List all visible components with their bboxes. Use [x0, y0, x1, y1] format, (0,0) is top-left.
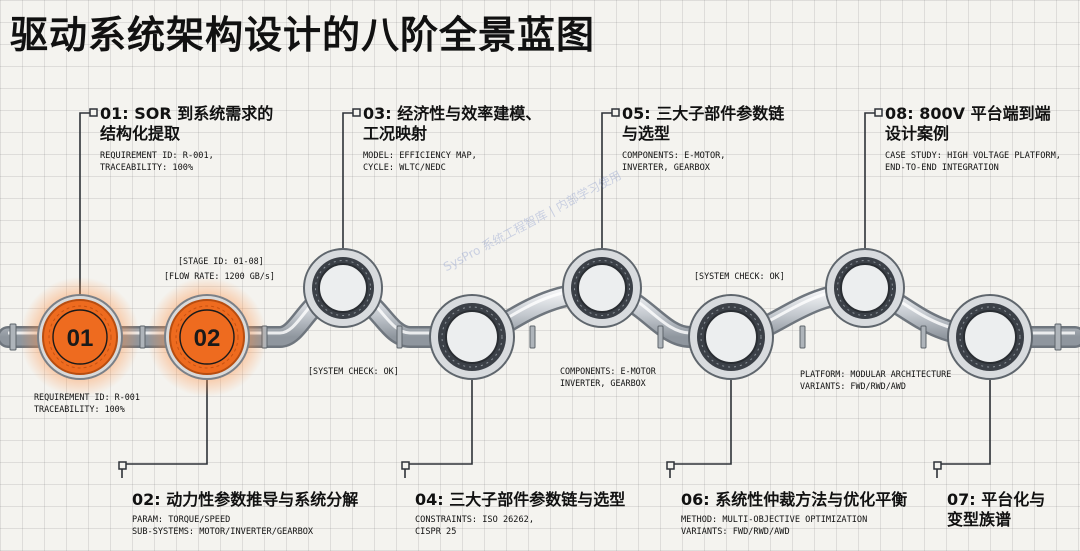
ring-01-label: 01	[67, 325, 94, 352]
ring-01-note: REQUIREMENT ID: R-001 TRACEABILITY: 100%	[34, 392, 140, 414]
stage-05-title: 05: 三大子部件参数链 与选型	[622, 104, 785, 143]
ring-05	[562, 248, 642, 328]
ring-07	[825, 248, 905, 328]
stage-05: 05: 三大子部件参数链 与选型 COMPONENTS: E-MOTOR, IN…	[622, 104, 852, 174]
stage-03-title: 03: 经济性与效率建模、 工况映射	[363, 104, 542, 143]
ring-08	[947, 294, 1033, 380]
ring-02-label: 02	[194, 325, 221, 352]
stage-id-annotation: [STAGE ID: 01-08]	[178, 256, 264, 266]
stage-06-title: 06: 系统性仲裁方法与优化平衡	[681, 490, 908, 509]
flow-rate-annotation: [FLOW RATE: 1200 GB/s]	[164, 271, 275, 281]
ring-08-note: PLATFORM: MODULAR ARCHITECTURE VARIANTS:…	[800, 369, 952, 391]
stage-07-title: 07: 平台化与 变型族谱	[947, 490, 1046, 529]
stage-08-desc: CASE STUDY: HIGH VOLTAGE PLATFORM, END-T…	[885, 151, 1061, 173]
stage-06: 06: 系统性仲裁方法与优化平衡 METHOD: MULTI-OBJECTIVE…	[681, 490, 931, 538]
stage-04-title: 04: 三大子部件参数链与选型	[415, 490, 626, 509]
stage-01-title: 01: SOR 到系统需求的 结构化提取	[100, 104, 274, 143]
ring-01: 01	[20, 277, 140, 397]
ring-05-note: COMPONENTS: E-MOTOR INVERTER, GEARBOX	[560, 366, 656, 388]
stage-02-desc: PARAM: TORQUE/SPEED SUB-SYSTEMS: MOTOR/I…	[132, 515, 314, 537]
ring-04	[429, 294, 515, 380]
stage-06-desc: METHOD: MULTI-OBJECTIVE OPTIMIZATION VAR…	[681, 515, 868, 537]
ring-02: 02	[147, 277, 267, 397]
stage-04: 04: 三大子部件参数链与选型 CONSTRAINTS: ISO 26262, …	[415, 490, 660, 538]
stage-04-desc: CONSTRAINTS: ISO 26262, CISPR 25	[415, 515, 534, 537]
stage-08: 08: 800V 平台端到端 设计案例 CASE STUDY: HIGH VOL…	[885, 104, 1075, 174]
system-check-annotation-2: [SYSTEM CHECK: OK]	[694, 271, 785, 281]
ring-06	[688, 294, 774, 380]
stage-01: 01: SOR 到系统需求的 结构化提取 REQUIREMENT ID: R-0…	[100, 104, 330, 174]
ring-03	[303, 248, 383, 328]
stage-01-desc: REQUIREMENT ID: R-001, TRACEABILITY: 100…	[100, 151, 214, 173]
stage-03: 03: 经济性与效率建模、 工况映射 MODEL: EFFICIENCY MAP…	[363, 104, 593, 174]
stage-07: 07: 平台化与 变型族谱	[947, 490, 1077, 530]
page-title: 驱动系统架构设计的八阶全景蓝图	[10, 13, 596, 57]
stage-03-desc: MODEL: EFFICIENCY MAP, CYCLE: WLTC/NEDC	[363, 151, 477, 173]
system-check-annotation-1: [SYSTEM CHECK: OK]	[308, 366, 399, 376]
stage-05-desc: COMPONENTS: E-MOTOR, INVERTER, GEARBOX	[622, 151, 726, 173]
leader-lines	[79, 112, 991, 478]
stage-08-title: 08: 800V 平台端到端 设计案例	[885, 104, 1051, 143]
stage-02: 02: 动力性参数推导与系统分解 PARAM: TORQUE/SPEED SUB…	[132, 490, 382, 538]
leader-endpoints	[89, 108, 942, 470]
stage-02-title: 02: 动力性参数推导与系统分解	[132, 490, 359, 509]
